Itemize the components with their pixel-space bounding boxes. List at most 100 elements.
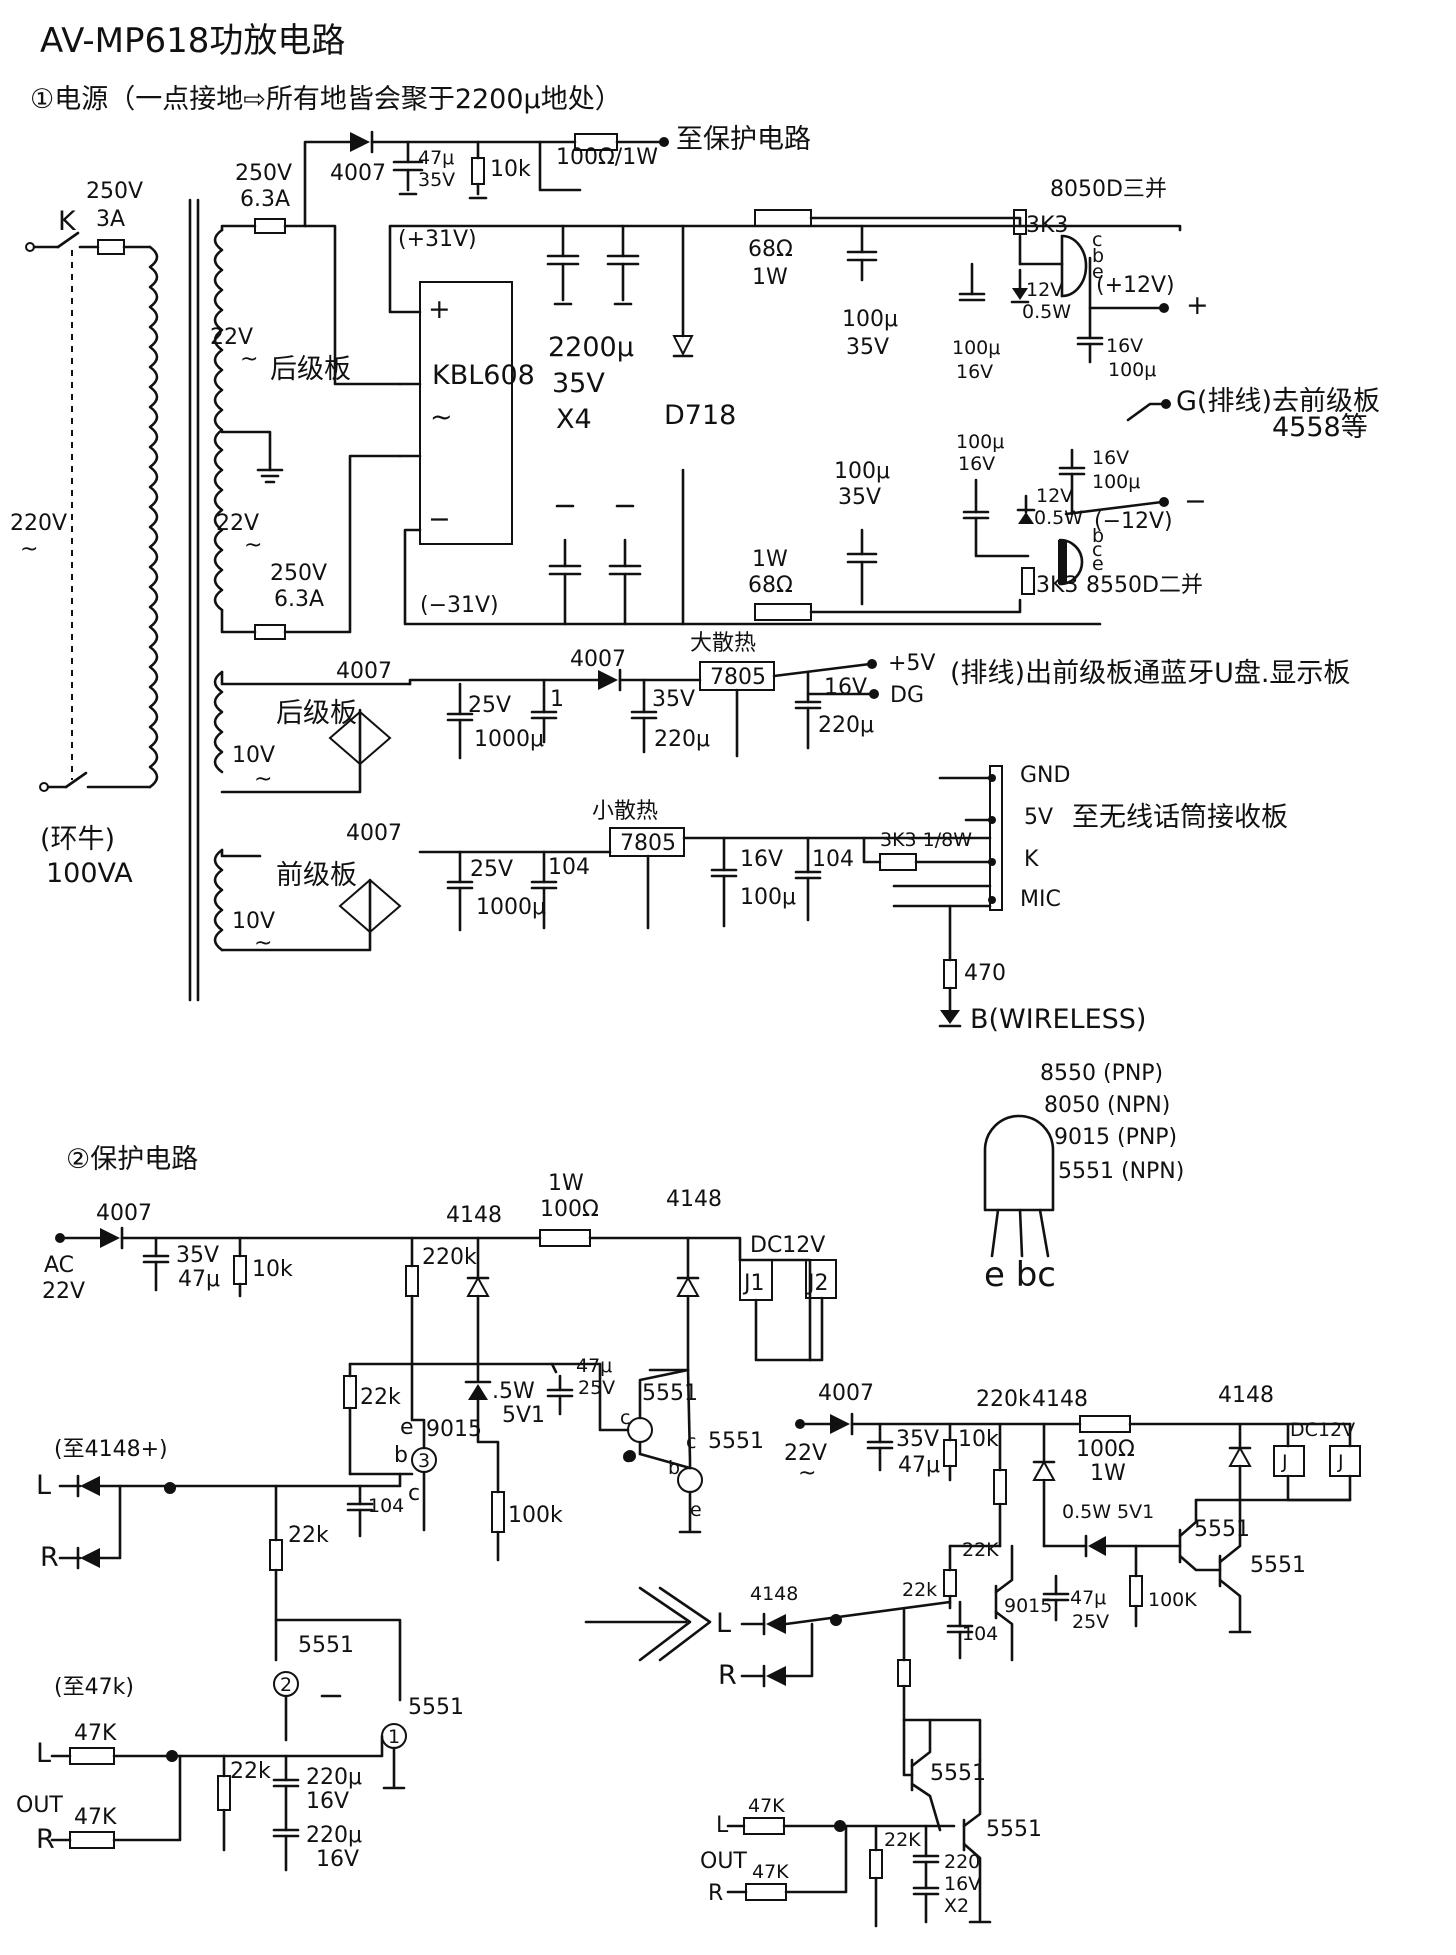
mains-ac: ~ <box>20 537 38 562</box>
prot-q5551c: 5551 <box>298 1633 354 1658</box>
r3-c104: 104 <box>962 1623 998 1645</box>
cap16d-value: 100μ <box>1092 471 1140 493</box>
prot-relay-j2: J2 <box>806 1271 829 1296</box>
r3-r100-w: 1W <box>1090 1461 1126 1486</box>
prot-q5551b-b: b <box>668 1457 680 1479</box>
prot-q1-num: 1 <box>388 1726 400 1748</box>
r3-zener: 0.5W 5V1 <box>1062 1501 1154 1523</box>
to-protection-label: 至保护电路 <box>676 124 811 155</box>
fuse-b-rating: 250V <box>270 561 327 586</box>
r3-r220k: 220k <box>976 1387 1031 1412</box>
r3-d4007: 4007 <box>818 1381 874 1406</box>
redraw-arrow <box>584 1586 712 1662</box>
zener-bot-w: 0.5W <box>1034 507 1083 529</box>
bridge-rectifier: KBL608 ~ + − <box>388 224 1182 626</box>
npn-c: c <box>1092 229 1102 251</box>
prot-q3-b: b <box>394 1443 408 1468</box>
transformer <box>148 198 224 1002</box>
prot-q3-num: 3 <box>418 1450 430 1472</box>
npn-b: b <box>1092 245 1104 267</box>
regulator-section: 68Ω 1W 1W 68Ω 100μ 35V 100μ 35V + 8050D三… <box>748 177 1380 621</box>
prot-q5551d: 5551 <box>408 1695 464 1720</box>
r3-relay-j2: J <box>1337 1451 1344 1473</box>
prot-q9015: 9015 <box>426 1417 482 1442</box>
prot-q5551a-b: c <box>620 1407 630 1429</box>
ic-label: 4558等 <box>1272 412 1368 443</box>
transistor-legend: 8550 (PNP) 8050 (NPN) 9015 (PNP) 5551 (N… <box>983 1061 1184 1295</box>
r3-cap-val: 47μ <box>898 1453 940 1478</box>
prot-d4148a: 4148 <box>446 1203 502 1228</box>
zener-top-w: 0.5W <box>1022 301 1071 323</box>
prot-cap-val: 47μ <box>178 1267 220 1292</box>
prot-r10k: 10k <box>252 1257 293 1282</box>
pnp-c: c <box>1092 539 1102 561</box>
reg-big-label: 大散热 <box>690 631 756 656</box>
prot-r100-w: 1W <box>548 1171 584 1196</box>
pnp-minus: − <box>1184 486 1207 517</box>
r68-bot-power: 1W <box>752 547 788 572</box>
main-filter: (+31V) (−31V) 2200μ 35V X4 D718 <box>398 224 736 626</box>
r3-d4148: 4148 <box>1032 1387 1088 1412</box>
prot-note-4148: (至4148+) <box>54 1437 168 1462</box>
mains-voltage: 220V <box>10 511 67 536</box>
prot-r: R <box>40 1542 59 1573</box>
bridge-ac: ~ <box>430 402 453 433</box>
top-cap-voltage: 35V <box>418 169 455 191</box>
d4007-d: 4007 <box>346 821 402 846</box>
prot-d4148b: 4148 <box>666 1187 722 1212</box>
prot-c104: 104 <box>368 1495 404 1517</box>
cap35-value: 220μ <box>654 727 710 752</box>
r3-r100-val: 100Ω <box>1076 1437 1135 1462</box>
r3-d4148-in: 4148 <box>750 1583 798 1605</box>
r3-cap47-val: 47μ <box>1070 1587 1106 1609</box>
r3-r: R <box>718 1660 737 1691</box>
prot-cap220-val: 220μ <box>306 1765 362 1790</box>
prot-out-l: L <box>36 1738 51 1769</box>
reg-big-part: 7805 <box>710 665 766 690</box>
pnp-b: b <box>1092 525 1104 547</box>
out-dg: DG <box>890 683 924 708</box>
out-negative: (−12V) <box>1094 509 1173 534</box>
zener-bot-v: 12V <box>1036 485 1073 507</box>
cap16b-value: 100μ <box>1108 359 1156 381</box>
prot-cap47-val: 47μ <box>576 1355 612 1377</box>
cap25b-value: 1000μ <box>476 895 546 920</box>
r3-cap220-v: 16V <box>944 1873 981 1895</box>
protection-redrawn: 22V ~ 4007 35V 47μ 10k 220k 4148 100Ω 1W… <box>700 1381 1361 1928</box>
r3-cap220-x: X2 <box>944 1895 969 1917</box>
protection-resistor: 100Ω/1W <box>556 145 658 170</box>
rail-positive: (+31V) <box>398 227 477 252</box>
prot-q5551b-c: c <box>686 1431 696 1453</box>
cap16c-voltage: 16V <box>958 453 995 475</box>
c104-c: 104 <box>812 847 854 872</box>
to-front-label: (排线)出前级板通蓝牙U盘.显示板 <box>950 658 1350 689</box>
prot-cap220b-v: 16V <box>316 1847 359 1872</box>
npn-e: e <box>1092 261 1104 283</box>
rear-5v-supply: 10V ~ 后级板 4007 25V 1000μ 1 4007 大散热 7805… <box>220 631 1350 794</box>
section2-title: ②保护电路 <box>66 1144 198 1175</box>
main-cap-value: 2200μ <box>548 332 634 363</box>
cap100-top-voltage: 35V <box>846 335 889 360</box>
r3-out-l: L <box>716 1813 729 1838</box>
pin-5v: 5V <box>1024 805 1053 830</box>
top-resistor: 10k <box>490 157 531 182</box>
pin-gnd: GND <box>1020 763 1070 788</box>
zener-top-v: 12V <box>1026 279 1063 301</box>
r68-bot-value: 68Ω <box>748 573 793 598</box>
cap25a-value: 1000μ <box>474 727 544 752</box>
prot-r220k: 220k <box>422 1245 477 1270</box>
prot-zener-v: 5V1 <box>502 1403 545 1428</box>
prot-out-r: R <box>36 1824 55 1855</box>
npn-plus: + <box>1186 290 1209 321</box>
prot-ac-v: 22V <box>42 1279 85 1304</box>
prot-q2-num: 2 <box>280 1674 292 1696</box>
prot-q3-e: e <box>400 1415 414 1440</box>
main-cap-count: X4 <box>556 404 592 435</box>
protection-circuit: ②保护电路 AC 22V 4007 35V 47μ 10k 4148 1W 10… <box>16 1144 837 1872</box>
top-cap-value: 47μ <box>418 147 454 169</box>
r3-out-r: R <box>708 1881 723 1906</box>
prot-relay-v: DC12V <box>750 1233 825 1258</box>
pnp-e: e <box>1092 553 1104 575</box>
r3-r47k-a: 47K <box>748 1795 785 1817</box>
